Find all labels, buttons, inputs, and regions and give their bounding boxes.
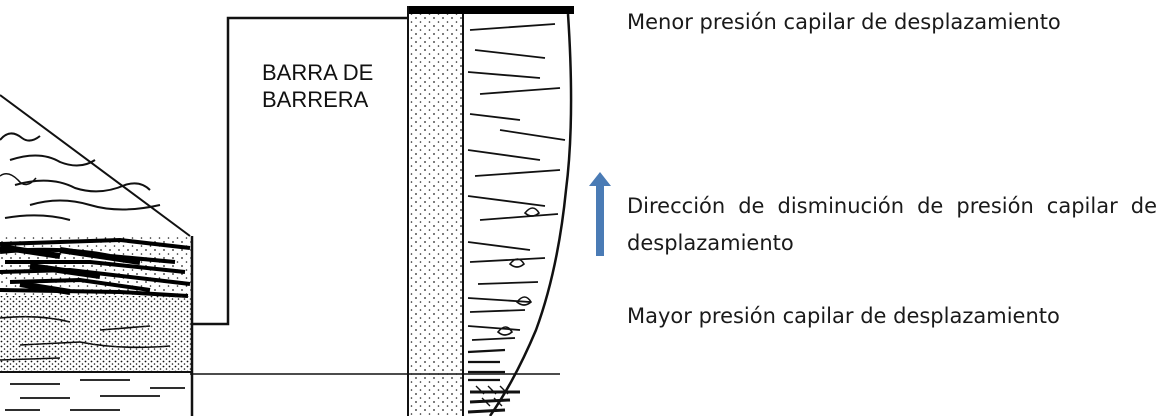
left-sandstone-layer xyxy=(0,296,192,372)
decreasing-pressure-direction-label: Dirección de disminución de presión capi… xyxy=(627,194,1157,255)
stratigraphic-column xyxy=(190,6,574,416)
sandstone-column xyxy=(410,14,462,416)
weathering-profile xyxy=(488,13,573,416)
higher-pressure-label: Mayor presión capilar de desplazamiento xyxy=(627,304,1060,328)
lower-pressure-label: Menor presión capilar de desplazamiento xyxy=(627,10,1061,34)
left-shale-layer xyxy=(0,371,192,411)
left-laminated-layer xyxy=(0,236,192,298)
barrier-label-line2: BARRERA xyxy=(262,87,369,112)
connector-bracket xyxy=(192,16,408,326)
arrow-up-icon xyxy=(589,172,611,256)
left-wedge-layer xyxy=(0,94,191,237)
barrier-bar-cross-section: BARRA DE BARRERA xyxy=(0,6,574,416)
barrier-label-line1: BARRA DE xyxy=(262,60,373,85)
